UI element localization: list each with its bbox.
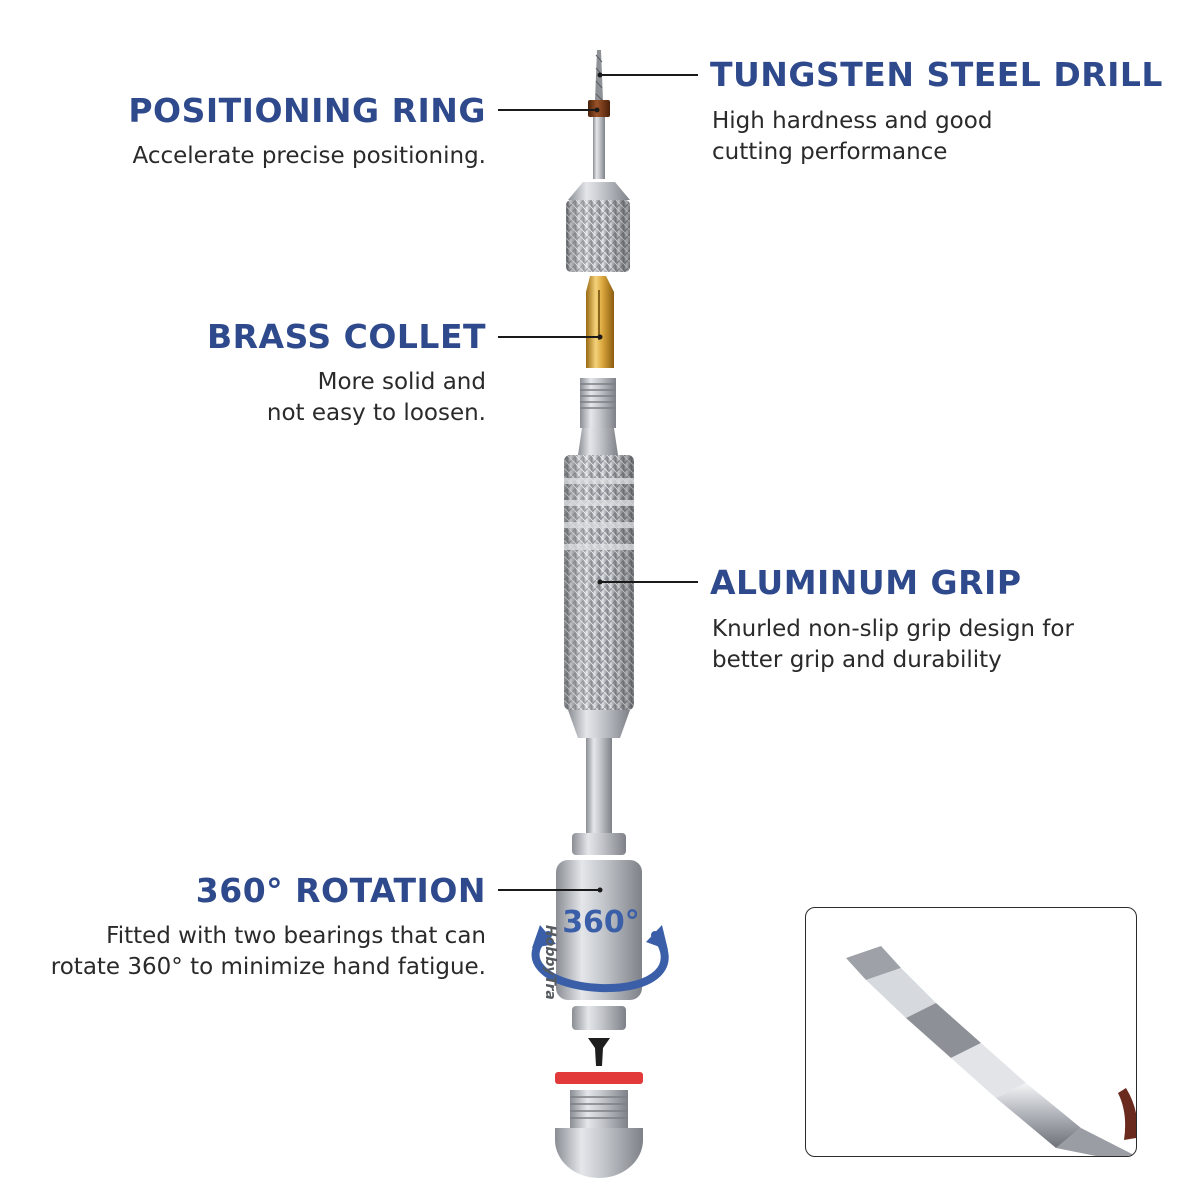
- rotation-badge-text: 360°: [562, 905, 640, 940]
- aluminum-title: ALUMINUM GRIP: [710, 563, 1022, 602]
- rotation-title: 360° ROTATION: [195, 871, 486, 910]
- positioning-desc: Accelerate precise positioning.: [132, 143, 486, 169]
- aluminum-desc: Knurled non-slip grip design for better …: [712, 616, 1074, 673]
- leader-line-positioning: [498, 109, 597, 111]
- tungsten-desc: High hardness and good cutting performan…: [712, 108, 993, 165]
- brass-desc: More solid and not easy to loosen.: [266, 369, 486, 426]
- leader-line-rotation: [498, 889, 600, 891]
- brass-title: BRASS COLLET: [206, 317, 486, 356]
- leader-line-aluminum: [600, 581, 698, 583]
- rotation-arrow-icon: [531, 925, 669, 993]
- rotation-desc: Fitted with two bearings that can rotate…: [50, 923, 486, 980]
- positioning-title: POSITIONING RING: [128, 91, 486, 130]
- tungsten-title: TUNGSTEN STEEL DRILL: [710, 55, 1163, 94]
- drill-bit-closeup-icon: [846, 946, 1136, 1156]
- drill-bit-closeup-image: [805, 907, 1137, 1157]
- brand-text: HobbyTra: [542, 925, 558, 1000]
- leader-line-tungsten: [600, 74, 698, 76]
- leader-line-brass: [498, 336, 600, 338]
